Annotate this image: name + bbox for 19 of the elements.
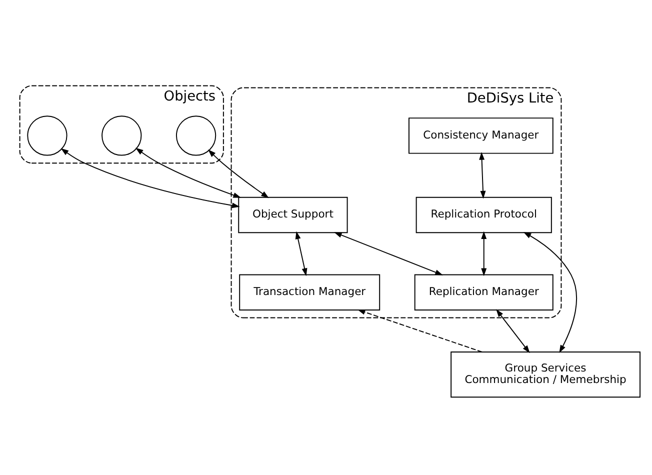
cluster: Objects [19, 85, 224, 164]
node-box: Replication Protocol [416, 196, 552, 234]
node-circle [102, 116, 142, 156]
arrow [496, 309, 530, 354]
arrow [60, 148, 240, 208]
node-box: Group Services Communication / Memebrship [450, 352, 641, 398]
arrow [481, 231, 487, 276]
arrow [208, 150, 269, 198]
node-circle [27, 116, 68, 156]
arrow [295, 231, 308, 276]
node-box: Replication Manager [414, 274, 554, 310]
arrow [479, 152, 486, 199]
arrow [357, 309, 483, 352]
arrow [135, 148, 242, 198]
node-box: Consistency Manager [408, 118, 554, 154]
node-box: Object Support [238, 196, 348, 234]
arrow [523, 232, 578, 353]
arrow [334, 232, 443, 276]
node-box: Transaction Manager [239, 274, 380, 310]
